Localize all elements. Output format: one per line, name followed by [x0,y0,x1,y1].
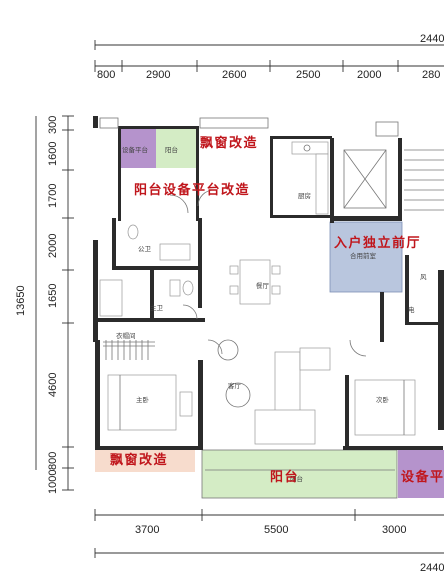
annotation-bay-window-top: 飘窗改造 [200,135,258,151]
label-living-room: 客厅 [228,381,242,390]
annotation-balcony-bottom: 阳台 [270,469,299,485]
top-dimension-chain: 2440 800 2900 2600 2500 2000 280 [94,33,444,81]
top-total-dimension: 2440 [420,33,444,45]
equipment-platform-bottom-zone [398,450,444,498]
walls [93,116,444,450]
entrance-hall-zone [329,221,403,293]
left-dimension-chain: 13650 300 1600 1700 2000 1650 4600 800 1… [15,115,74,494]
bottom-dimension-chain: 3700 5500 3000 2440 [94,509,444,574]
top-dimension-5: 2000 [357,69,381,81]
equipment-platform-zone [120,128,156,168]
big-balcony-zone [201,449,398,499]
top-dimension-6: 280 [422,69,440,81]
small-balcony-zone [156,128,196,168]
left-dimension-1: 300 [47,116,59,134]
label-kitchen: 厨房 [298,191,311,200]
left-dimension-6: 4600 [47,373,59,397]
label-master-bedroom: 主卧 [136,395,150,404]
bottom-dimension-2: 5500 [264,524,288,536]
left-dimension-2: 1600 [47,142,59,166]
bay-window-zone [95,450,195,472]
left-dimension-7: 800 [47,452,59,470]
left-dimension-4: 2000 [47,234,59,258]
label-master-bathroom: 主卫 [150,303,164,312]
left-dimension-5: 1650 [47,284,59,308]
left-total-dimension: 13650 [15,285,27,316]
left-dimension-3: 1700 [47,184,59,208]
label-dining-room: 餐厅 [256,281,270,290]
top-dimension-4: 2500 [296,69,320,81]
top-dimension-3: 2600 [222,69,246,81]
label-cloakroom: 衣帽间 [116,331,136,340]
left-dimension-8: 1000 [47,470,59,494]
label-equipment-platform: 设备平台 [122,145,148,154]
annotation-entrance-hall: 入户独立前厅 [334,235,421,251]
highlight-zones [95,128,444,499]
bottom-dimension-1: 3700 [135,524,159,536]
bottom-dimension-3: 3000 [382,524,406,536]
label-wind-shaft: 风 [420,273,427,281]
top-dimension-1: 800 [97,69,115,81]
label-electric-shaft: 电 [408,305,415,314]
label-shared-lobby: 合用前室 [350,251,377,260]
annotation-bay-window-bottom: 飘窗改造 [110,452,168,468]
top-dimension-2: 2900 [146,69,170,81]
annotation-balcony-equipment: 阳台设备平台改造 [134,182,250,198]
label-secondary-bedroom: 次卧 [376,395,390,404]
renovation-annotations: 飘窗改造 阳台设备平台改造 入户独立前厅 飘窗改造 阳台 设备平 [110,135,444,485]
label-small-balcony: 阳台 [165,145,178,154]
furniture [99,117,444,471]
bottom-total-dimension: 2440 [420,562,444,574]
label-big-balcony-small: 阳台 [290,474,303,483]
annotation-equipment-bottom: 设备平 [401,469,444,485]
room-labels: 设备平台 阳台 厨房 公卫 主卫 衣帽间 主卧 餐厅 客厅 次卧 合用前室 风 … [116,145,427,483]
label-public-bathroom: 公卫 [138,245,152,253]
